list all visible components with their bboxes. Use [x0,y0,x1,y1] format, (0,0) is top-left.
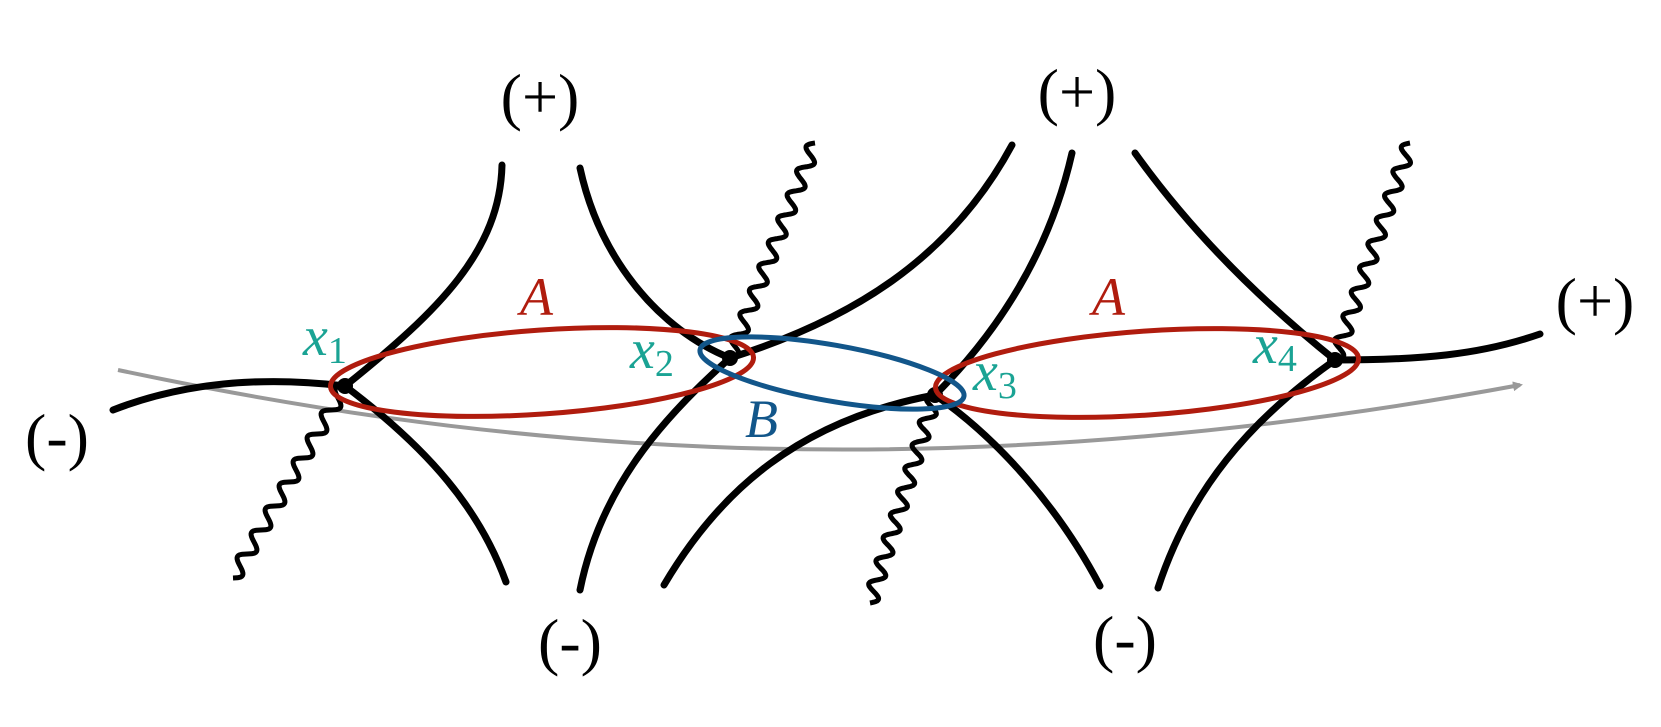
point-label-x1: x1 [302,306,347,372]
point-x1-symbol: x [302,306,328,368]
sign-label-plus-top-left: (+) [501,61,580,132]
point-label-x3: x3 [972,341,1017,407]
horizon-curve-3-lower-right [931,391,1104,590]
vertex-dot-4 [1327,352,1343,368]
point-x3-index: 3 [998,365,1017,407]
region-a-right-label: A [1089,267,1126,327]
point-x1-index: 1 [328,330,347,372]
horizon-curve-3-lower-left [660,391,939,589]
sign-label-minus-left: (-) [25,401,89,472]
point-x2-index: 2 [655,343,674,385]
point-x3-symbol: x [972,341,998,403]
wavy-line-3 [866,392,939,606]
wavy-line-2 [727,140,818,361]
point-x4-symbol: x [1252,314,1278,376]
point-label-x2: x2 [629,319,674,385]
sign-label-plus-top-right: (+) [1038,56,1117,127]
point-x4-index: 4 [1278,338,1297,380]
sign-label-minus-bottom-left: (-) [538,606,602,677]
horizon-curve-2-to-3-upper [726,141,1016,362]
sign-label-plus-right: (+) [1556,265,1635,336]
wavy-line-4 [1332,140,1413,363]
region-a-right-ellipse [932,326,1362,420]
region-a-left-ellipse [327,325,757,419]
region-a-left-label: A [517,267,554,327]
region-b-label: B [745,389,778,449]
sign-label-minus-bottom-right: (-) [1093,603,1157,674]
horizon-curve-3-upper [931,149,1076,399]
horizon-curve-2-lower [576,354,734,594]
horizon-curve-left-outer [109,378,349,414]
vertex-dot-2 [722,350,738,366]
horizon-curve-1-upper [341,161,506,390]
point-label-x4: x4 [1252,314,1297,380]
region-b-ellipse [697,334,967,412]
horizon-curve-4-lower [1154,356,1339,592]
horizon-curve-right-outer [1331,330,1544,364]
vertex-dot-1 [337,378,353,394]
point-x2-symbol: x [629,319,655,381]
wavy-line-1 [232,383,346,581]
